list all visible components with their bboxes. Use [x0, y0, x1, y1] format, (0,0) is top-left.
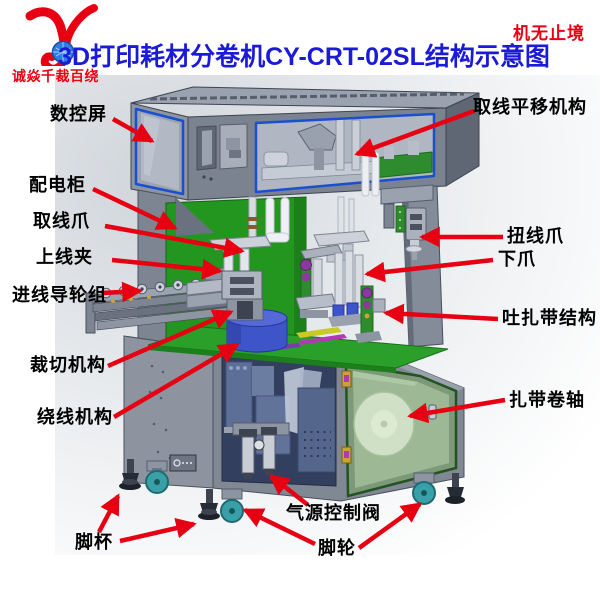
arrow-upper-wire-clamp [111, 257, 223, 280]
arrow-winding-mechanism [112, 343, 240, 419]
cabinet-open-bay [221, 356, 337, 487]
callout-label-wire-pickup-translation: 取线平移机构 [473, 97, 587, 117]
hood-front-window [254, 112, 436, 194]
lower-claw-cylinders [328, 250, 370, 327]
caster-right [412, 472, 436, 505]
caster-left [145, 460, 169, 494]
callout-label-tie-reel: 扎带卷轴 [509, 390, 585, 410]
callout-label-caster: 脚轮 [318, 538, 356, 558]
arrow-caster-center [242, 507, 316, 547]
air-filter-regulator [224, 422, 290, 479]
callout-label-cnc-screen: 数控屏 [50, 104, 107, 124]
callout-label-power-cabinet: 配电柜 [29, 175, 86, 195]
tie-reel-disc [353, 391, 415, 457]
callout-arrows [92, 108, 506, 550]
foot-cup-right [445, 473, 465, 504]
arrow-tie-reel [407, 397, 506, 424]
callout-label-lower-claw: 下爪 [498, 249, 536, 269]
callout-label-wire-twist-claw: 扭线爪 [507, 226, 564, 246]
door-hinges [341, 370, 352, 464]
arrow-lower-claw [364, 257, 494, 283]
arrow-foot-cup-left [97, 493, 120, 534]
arrow-inlet-guide-wheels [101, 281, 143, 303]
callout-label-wire-pickup-claw: 取线爪 [33, 211, 90, 231]
tie-feeder-left-unit [295, 244, 343, 318]
arrow-wire-pickup-claw [104, 223, 245, 258]
callout-label-inlet-guide-wheels: 进线导轮组 [12, 285, 107, 305]
cnc-screen-window [134, 107, 185, 196]
callout-label-foot-cup: 脚杯 [75, 532, 113, 552]
wire-pickup-translation-mechanism [297, 123, 337, 170]
callout-label-air-control-valve: 气源控制阀 [286, 503, 381, 523]
deck-right-mechanisms [295, 244, 386, 343]
feet-and-casters [119, 459, 465, 523]
callout-label-cutting-mechanism: 裁切机构 [30, 355, 106, 375]
callout-label-tie-feeder: 吐扎带结构 [502, 308, 597, 328]
slogan-text: 机无止境 [513, 24, 585, 43]
arrow-wire-pickup-translation [354, 108, 475, 158]
foot-cup-left [119, 459, 141, 490]
hood-enclosure [130, 86, 480, 201]
foot-cup-center [198, 489, 220, 520]
tie-feeder-plate [355, 285, 386, 343]
arrow-power-cabinet [92, 186, 178, 231]
arrow-air-control-valve [268, 474, 310, 507]
arrow-foot-cup-center [119, 517, 197, 544]
brand-logo [25, 4, 98, 66]
arrow-cnc-screen [111, 117, 155, 143]
page-title: 3D打印耗材分卷机CY-CRT-02SL结构示意图 [58, 43, 550, 71]
caster-center [220, 488, 244, 523]
arrow-cutting-mechanism [107, 309, 234, 369]
callout-label-upper-wire-clamp: 上线夹 [36, 247, 93, 267]
arrow-tie-feeder [383, 303, 499, 325]
winding-drum [226, 309, 288, 353]
callout-label-winding-mechanism: 绕线机构 [37, 407, 113, 427]
brand-text: 诚焱千裁百绕 [12, 68, 99, 84]
arrow-caster-right [357, 502, 423, 550]
